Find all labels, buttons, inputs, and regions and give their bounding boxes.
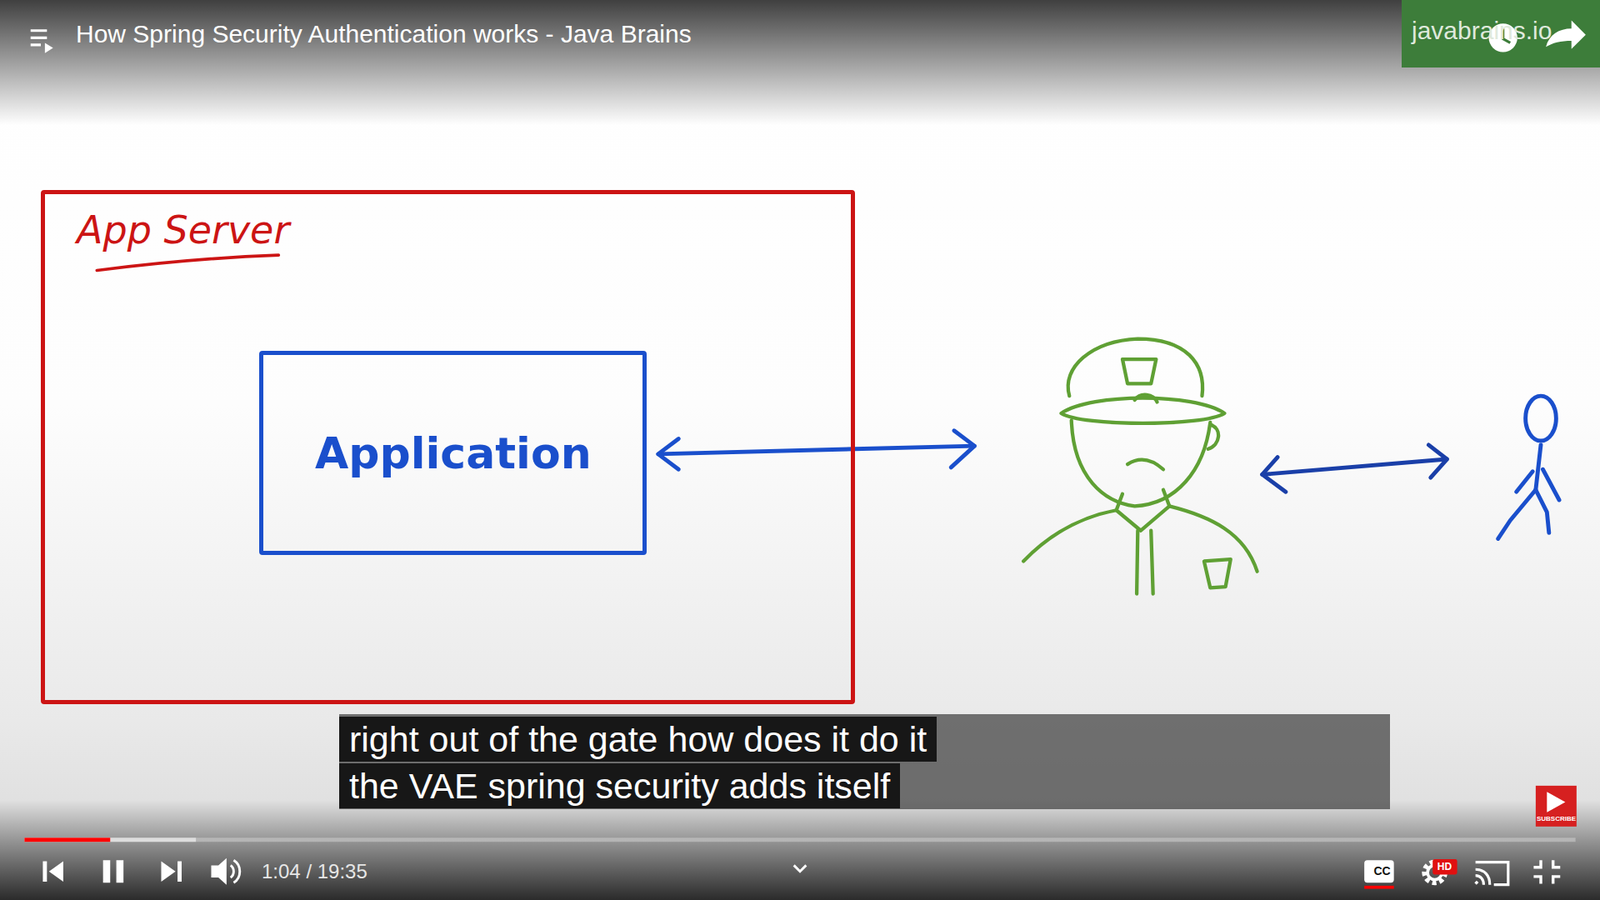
chevron xyxy=(794,865,807,871)
arrow-head xyxy=(658,439,679,470)
top-shade xyxy=(0,0,1600,125)
guard-tie xyxy=(1136,530,1154,595)
player-controls xyxy=(24,20,1585,889)
drawing xyxy=(96,255,1560,595)
node-label: Application xyxy=(315,428,592,479)
subtitle-line: the VAE spring security adds itself xyxy=(339,763,900,809)
guard-shoulder xyxy=(1023,510,1116,561)
cc-text: CC xyxy=(1367,864,1397,878)
playlist-icon xyxy=(30,30,54,54)
application-box: Application xyxy=(259,350,647,555)
hat-emblem xyxy=(1135,395,1158,403)
subscribe-text: SUBSCRIBE xyxy=(1535,815,1577,823)
playlist-play xyxy=(45,42,54,53)
arrow-guard-user xyxy=(1262,445,1448,492)
arrow-head xyxy=(950,430,975,468)
watermark-panel xyxy=(1401,0,1600,68)
guard-mouth xyxy=(1127,460,1164,470)
exit-fullscreen-button xyxy=(1533,860,1560,884)
arrow-line xyxy=(658,445,975,455)
user-head xyxy=(1525,395,1557,441)
cast-dot xyxy=(1475,881,1478,884)
video-title: How Spring Security Authentication works… xyxy=(75,20,692,49)
progress-bar xyxy=(24,837,110,842)
arrow-app-guard xyxy=(658,430,975,470)
guard-badge xyxy=(1204,559,1231,588)
user-leg xyxy=(1535,490,1550,533)
subscribe-icon xyxy=(1535,785,1577,827)
subscribe-play xyxy=(1546,791,1565,812)
progress-track xyxy=(24,837,1575,842)
guard-face xyxy=(1071,420,1211,506)
hd-badge xyxy=(1432,859,1457,875)
guard-ear xyxy=(1208,424,1219,449)
arrow-head xyxy=(1262,457,1286,493)
playback-buttons xyxy=(42,858,226,885)
heading-underline xyxy=(96,255,279,270)
user-body xyxy=(1498,445,1541,540)
guard-collar xyxy=(1116,490,1170,531)
node-label: App Server xyxy=(76,207,290,253)
watermark: javabrains.io xyxy=(1411,16,1552,45)
guard-figure xyxy=(1023,339,1257,595)
hat-badge xyxy=(1122,359,1156,384)
pause-button xyxy=(103,860,124,883)
user-arms xyxy=(1516,469,1560,500)
server-box: App ServerApplication xyxy=(40,190,855,705)
buffer-bar xyxy=(24,837,196,842)
guard-hat xyxy=(1068,339,1203,397)
prev-button xyxy=(42,860,63,881)
cast-button xyxy=(1475,862,1509,885)
playlist-lines xyxy=(30,30,48,45)
hd-text: HD xyxy=(1432,860,1457,873)
guard-brim xyxy=(1060,398,1225,424)
volume-button xyxy=(210,858,226,885)
arrow-head xyxy=(1428,445,1447,478)
user-figure xyxy=(1498,395,1560,539)
time-display: 1:04 / 19:35 xyxy=(261,860,368,884)
cc-active-bar xyxy=(1364,885,1395,890)
volume-waves xyxy=(230,860,240,883)
arrow-line xyxy=(1262,459,1448,475)
subtitle-line: right out of the gate how does it do it xyxy=(339,716,937,762)
next-button xyxy=(160,860,181,881)
bottom-shade xyxy=(0,800,1600,900)
